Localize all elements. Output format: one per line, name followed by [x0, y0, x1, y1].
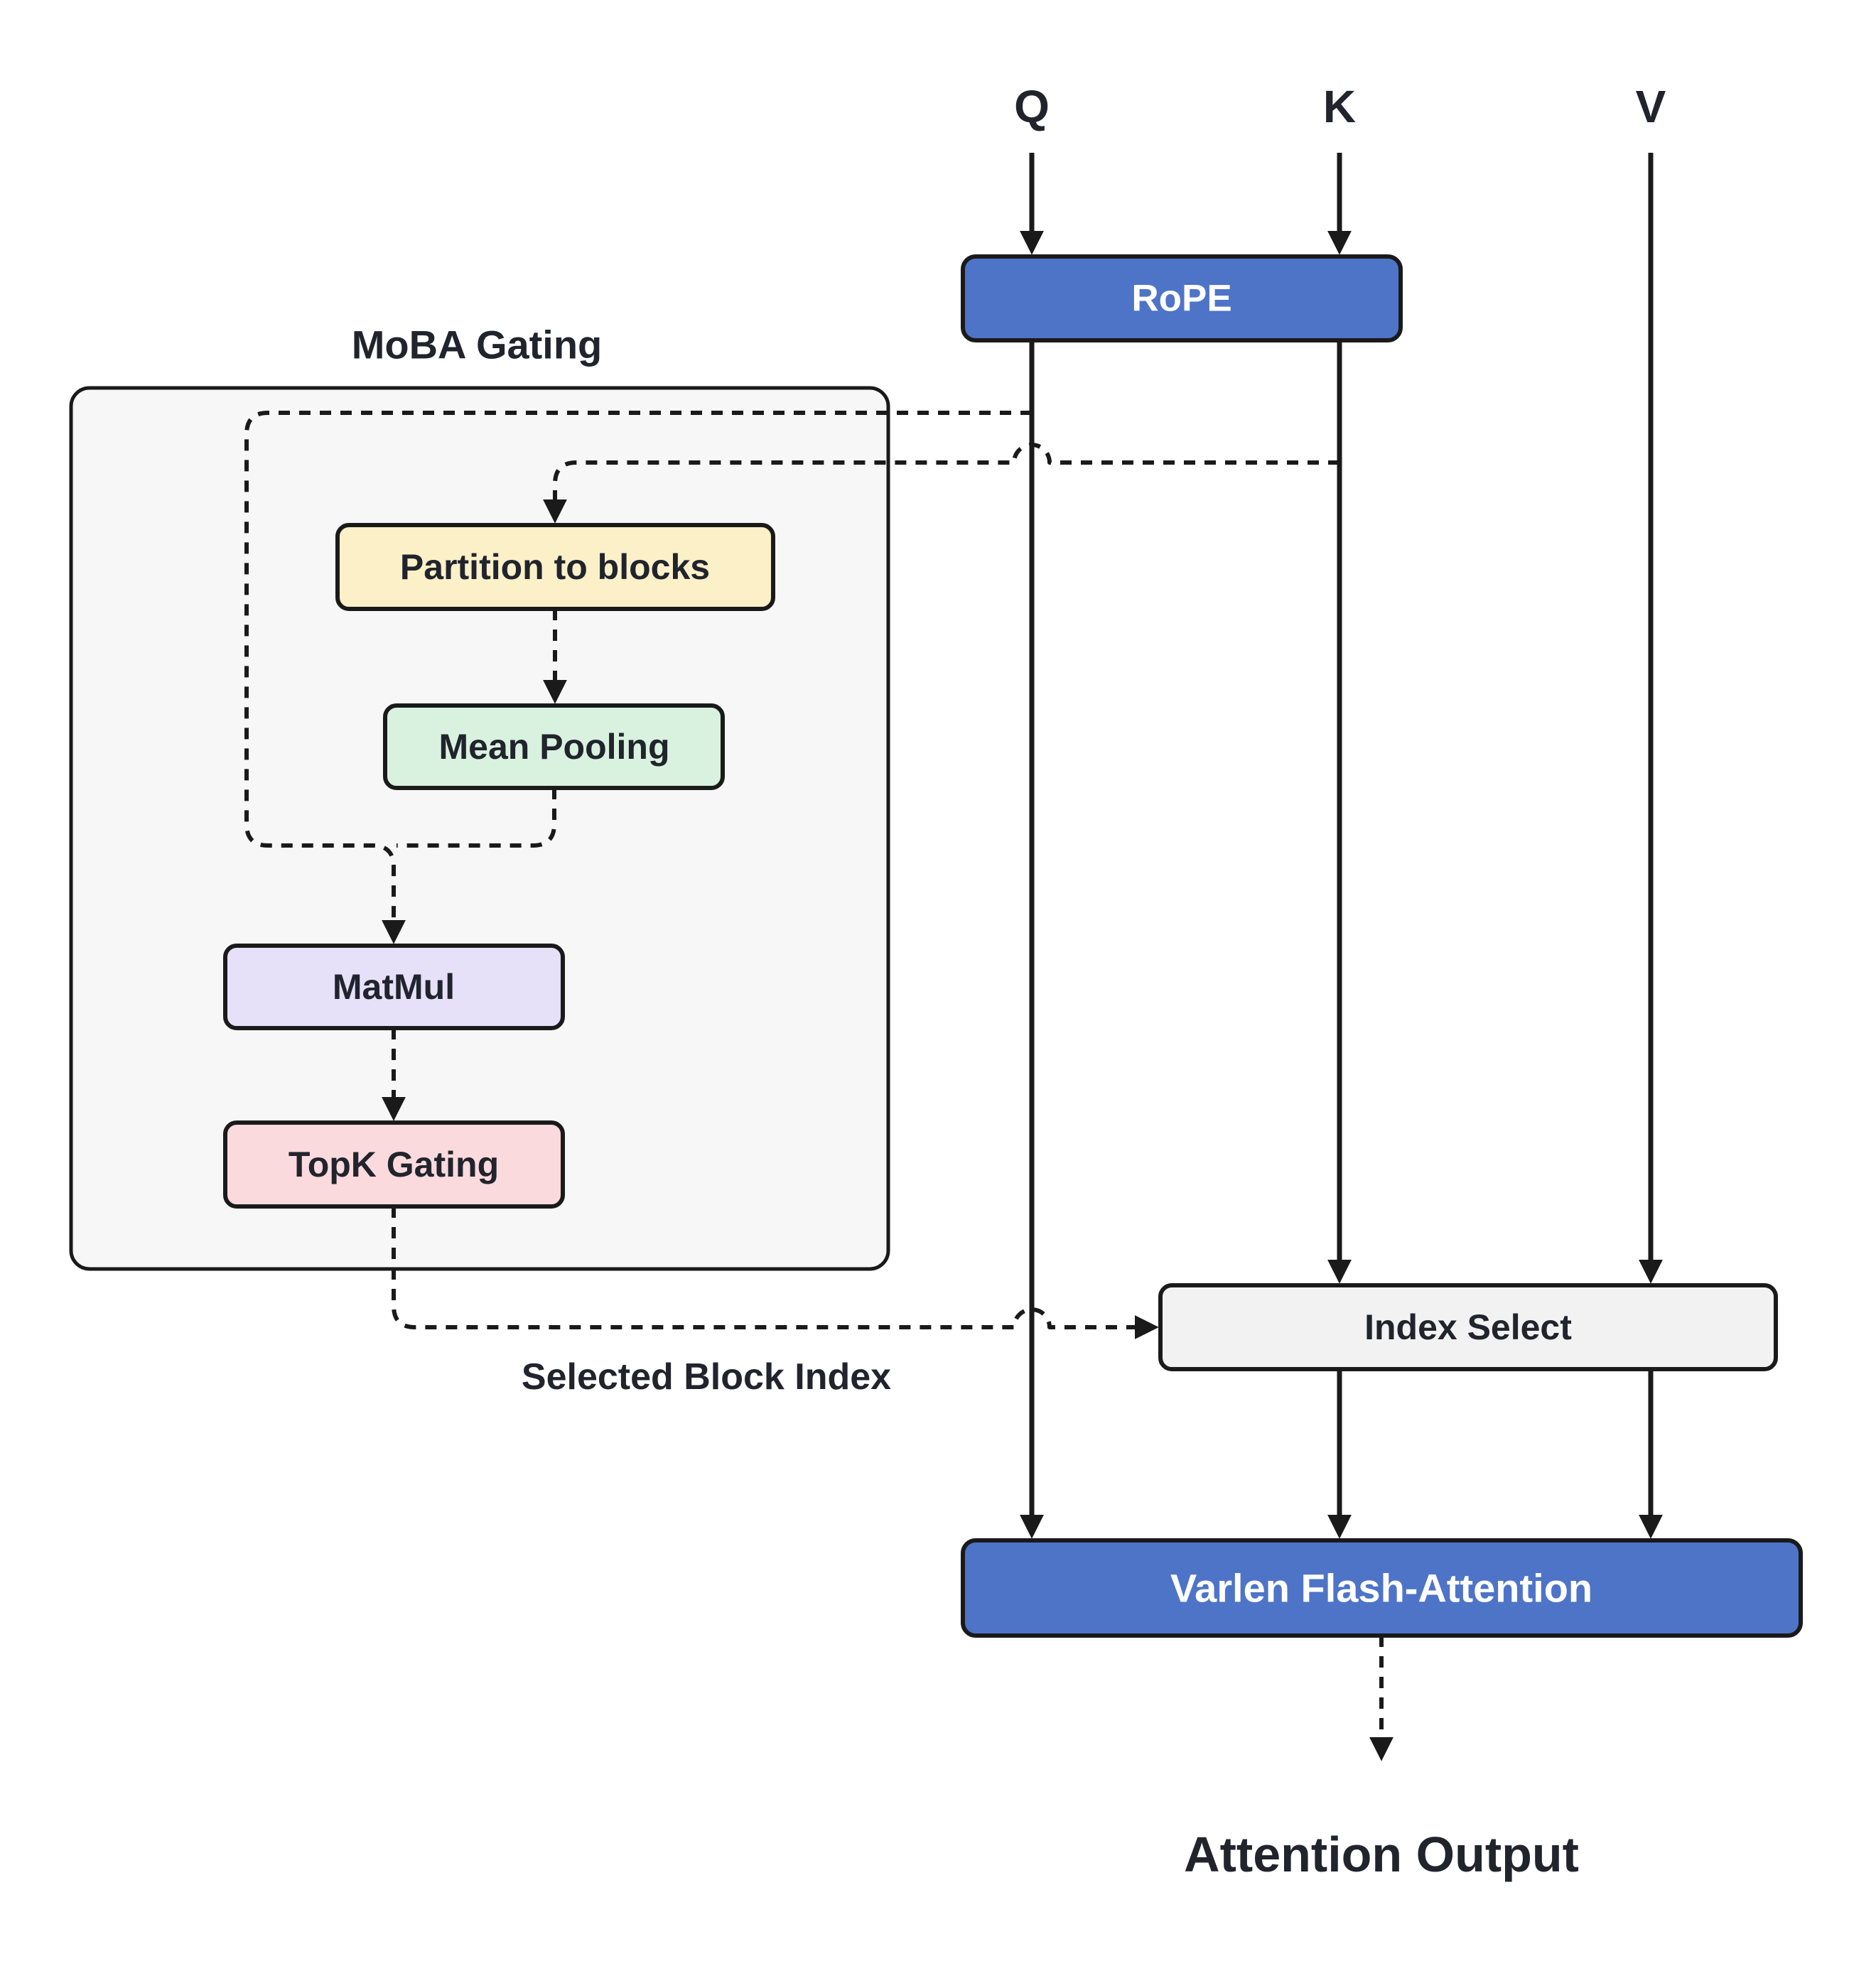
node-partition-to-blocks	[335, 523, 775, 611]
node-varlen-label: Varlen Flash-Attention	[1170, 1566, 1592, 1611]
edge-topk-to-index-select	[392, 1206, 1159, 1339]
node-rope	[961, 254, 1403, 342]
input-v-label: V	[1636, 81, 1666, 132]
node-topk-gating-label: TopK Gating	[289, 1145, 499, 1184]
input-k-label: K	[1323, 81, 1356, 132]
node-mean-pooling-label: Mean Pooling	[439, 727, 670, 767]
input-q-label: Q	[1014, 81, 1050, 132]
node-varlen-flash-attention	[961, 1538, 1803, 1638]
node-index-select-label: Index Select	[1364, 1307, 1572, 1347]
node-index-select	[1158, 1283, 1778, 1371]
node-mean-pooling	[383, 703, 725, 790]
edge-k-gating-branch	[543, 443, 1339, 524]
node-matmul-label: MatMul	[333, 967, 455, 1007]
edge-q-gating-branch	[244, 411, 1032, 944]
node-partition-label: Partition to blocks	[400, 547, 710, 587]
moba-gating-title: MoBA Gating	[352, 323, 603, 367]
selected-block-index-label: Selected Block Index	[522, 1356, 891, 1398]
node-matmul	[223, 944, 565, 1030]
node-topk-gating	[223, 1120, 565, 1209]
attention-output-label: Attention Output	[1184, 1827, 1579, 1882]
node-rope-label: RoPE	[1131, 278, 1231, 320]
edge-meanpooling-to-merge	[397, 788, 556, 848]
